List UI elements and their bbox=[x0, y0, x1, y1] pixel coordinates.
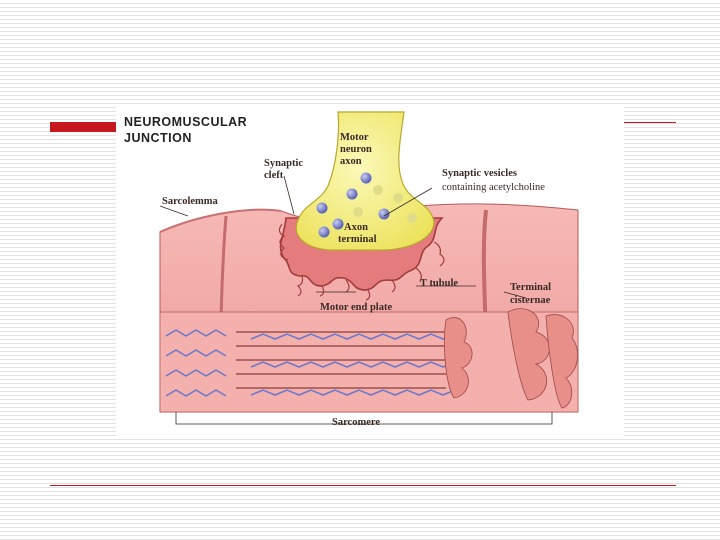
label-axon-terminal-1: Axon bbox=[344, 222, 368, 233]
label-axon-terminal-2: terminal bbox=[338, 234, 377, 245]
label-terminal-cisternae-1: Terminal bbox=[510, 282, 551, 293]
label-motor-neuron-axon-3: axon bbox=[340, 156, 362, 167]
bottom-rule bbox=[50, 485, 676, 486]
label-terminal-cisternae-2: cisternae bbox=[510, 295, 551, 306]
label-containing-acetylcholine: containing acetylcholine bbox=[442, 182, 545, 193]
label-synaptic-cleft-1: Synaptic bbox=[264, 158, 303, 169]
label-motor-neuron-axon-2: neuron bbox=[340, 144, 372, 155]
diagram-panel: Neuromuscular Junction bbox=[116, 106, 624, 436]
label-sarcomere: Sarcomere bbox=[332, 417, 380, 428]
neuromuscular-diagram: Neuromuscular Junction bbox=[116, 106, 624, 436]
label-synaptic-cleft-2: cleft bbox=[264, 170, 284, 181]
label-synaptic-vesicles: Synaptic vesicles bbox=[442, 168, 517, 179]
label-sarcolemma: Sarcolemma bbox=[162, 196, 219, 207]
label-motor-neuron-axon-1: Motor bbox=[340, 132, 369, 143]
label-motor-end-plate: Motor end plate bbox=[320, 302, 392, 313]
label-t-tubule: T tubule bbox=[420, 278, 458, 289]
top-rule bbox=[624, 122, 676, 123]
diagram-title-line1: Neuromuscular bbox=[124, 115, 247, 129]
accent-bar bbox=[50, 122, 116, 132]
diagram-title-line2: Junction bbox=[124, 131, 192, 145]
